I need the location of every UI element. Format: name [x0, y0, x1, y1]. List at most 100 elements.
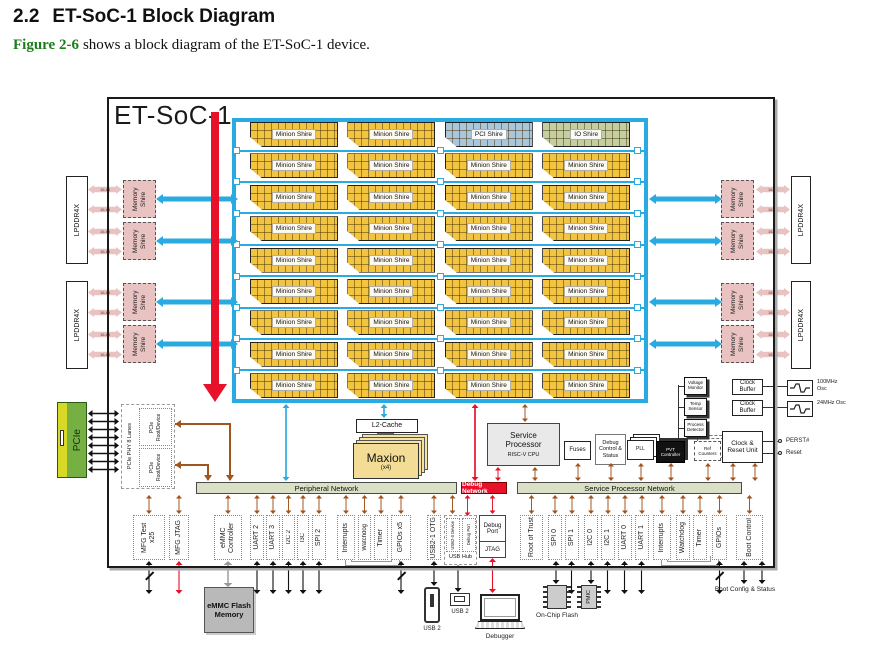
connector-arrow: [378, 495, 384, 514]
lpddr4x-label: LPDDR4X: [797, 203, 805, 237]
shire-label: Minion Shire: [272, 160, 316, 171]
minion-shire-block: Minion Shire: [250, 279, 338, 304]
dram-channel-width-label: 16-bit: [99, 331, 110, 337]
peripheral-label: Watchdog: [679, 521, 686, 554]
minion-shire-block: Minion Shire: [542, 185, 630, 210]
peripheral-label: Boot Control: [745, 518, 753, 557]
riscv-cpu-label: RISC-V CPU: [507, 452, 540, 458]
minion-shire-block: Minion Shire: [542, 248, 630, 273]
minion-shire-block: Minion Shire: [542, 342, 630, 367]
mesh-memory-link-arrow: [649, 297, 722, 307]
memory-shire-block: Memory Shire: [721, 180, 754, 218]
peripheral-label: SPI 0: [551, 528, 558, 547]
minion-shire-block: Minion Shire: [250, 373, 338, 398]
mesh-memory-link-arrow: [649, 236, 722, 246]
peripheral-block: Boot Control: [736, 515, 763, 560]
dram-channel-width-label: 16-bit: [767, 228, 778, 234]
dram-channel-arrow: [88, 205, 122, 214]
dram-channel-width-label: 16-bit: [767, 186, 778, 192]
connector-arrow: [552, 495, 558, 514]
debug-network-bus: Debug Network: [461, 481, 507, 495]
clock-buffer-block: Clock Buffer: [732, 400, 763, 416]
peripheral-label: Timer: [696, 528, 703, 547]
peripheral-label: UART 3: [269, 525, 276, 550]
figure-reference-link[interactable]: Figure 2-6: [13, 37, 79, 53]
mesh-node: [233, 178, 240, 186]
minion-shire-block: Minion Shire: [445, 185, 533, 210]
connector-arrow: [88, 466, 119, 473]
shire-label: Minion Shire: [369, 223, 413, 234]
chip-pins: [577, 586, 581, 608]
connector-arrow: [431, 495, 437, 514]
shire-label: Minion Shire: [369, 160, 413, 171]
connector-arrow: [575, 463, 581, 481]
service-processor-label: Service Processor: [505, 431, 542, 449]
dram-channel-width-label: 16-bit: [767, 331, 778, 337]
memory-shire-label: Memory Shire: [131, 229, 147, 253]
shire-label: Minion Shire: [564, 286, 608, 297]
mesh-node: [437, 304, 444, 311]
perst-pin-icon: [778, 439, 782, 443]
connector-arrow: [343, 495, 349, 514]
connector-arrow: [588, 495, 594, 514]
shire-label: Minion Shire: [272, 255, 316, 266]
pcie-root-device-block: PCIe Root/Device: [139, 448, 172, 487]
connector-arrow: [398, 561, 405, 594]
minion-shire-block: Minion Shire: [250, 185, 338, 210]
dram-channel-arrow: [88, 227, 122, 236]
section-title: ET-SoC-1 Block Diagram: [52, 6, 276, 27]
connector-arrow: [176, 561, 183, 594]
memory-shire-block: Memory Shire: [123, 325, 156, 363]
memory-shire-label: Memory Shire: [131, 290, 147, 314]
dram-channel-width-label: 16-bit: [99, 309, 110, 315]
peripheral-block: Root of Trust: [520, 515, 543, 560]
mesh-node: [437, 147, 444, 154]
minion-shire-block: Minion Shire: [445, 342, 533, 367]
connector-arrow: [286, 495, 292, 514]
connector-arrow: [705, 463, 711, 481]
minion-shire-block: Minion Shire: [347, 310, 435, 335]
pcie-root-device-block: PCIe Root/Device: [139, 408, 172, 446]
mesh-node: [633, 147, 641, 154]
dram-channel-arrow: [88, 247, 122, 256]
usb-hub-debug-port-label: Debug Port: [466, 524, 472, 546]
mesh-node: [633, 178, 641, 186]
memory-shire-label: Memory Shire: [729, 187, 745, 211]
peripheral-block: USB2-1 OTG: [427, 515, 441, 560]
memory-shire-block: Memory Shire: [721, 325, 754, 363]
peripheral-label: eMMC Controller: [220, 522, 235, 553]
maxion-count: (x4): [380, 465, 392, 471]
pmic-chip-icon: PMIC: [581, 585, 597, 609]
peripheral-block: GPIOs x5: [391, 515, 411, 560]
minion-shire-block: Minion Shire: [542, 279, 630, 304]
minion-shire-block: Minion Shire: [445, 310, 533, 335]
io-shire-block: IO Shire: [542, 122, 630, 147]
usb-plug-icon: [424, 587, 440, 623]
mesh-memory-link-arrow: [649, 339, 722, 349]
lpddr4x-block: LPDDR4X: [791, 176, 811, 264]
wiring-bracket: [345, 556, 400, 566]
peripheral-block: Timer: [374, 515, 388, 560]
pmic-label: PMIC: [586, 590, 592, 604]
peripheral-label: Timer: [377, 528, 384, 547]
lpddr4x-block: LPDDR4X: [66, 281, 88, 369]
connector-arrow: [146, 495, 152, 514]
wire: [678, 428, 684, 429]
usb-connector-icon: [450, 593, 470, 606]
minion-shire-block: Minion Shire: [250, 153, 338, 178]
minion-shire-block: Minion Shire: [250, 342, 338, 367]
arrowhead: [203, 475, 212, 481]
connector-arrow: [316, 561, 323, 594]
dram-channel-arrow: [88, 308, 122, 317]
connector-arrow: [604, 561, 611, 594]
minion-shire-block: Minion Shire: [347, 342, 435, 367]
shire-label: Minion Shire: [467, 223, 511, 234]
peripheral-block: I2C 0: [584, 515, 598, 560]
usb2-connector-label: USB 2: [451, 609, 469, 615]
peripheral-block: MFG Test x25: [133, 515, 165, 560]
mesh-memory-link-arrow: [649, 194, 722, 204]
mesh-node: [233, 272, 240, 280]
connector-arrow: [270, 495, 276, 514]
memory-shire-block: Memory Shire: [123, 222, 156, 260]
minion-shire-block: Minion Shire: [542, 216, 630, 241]
